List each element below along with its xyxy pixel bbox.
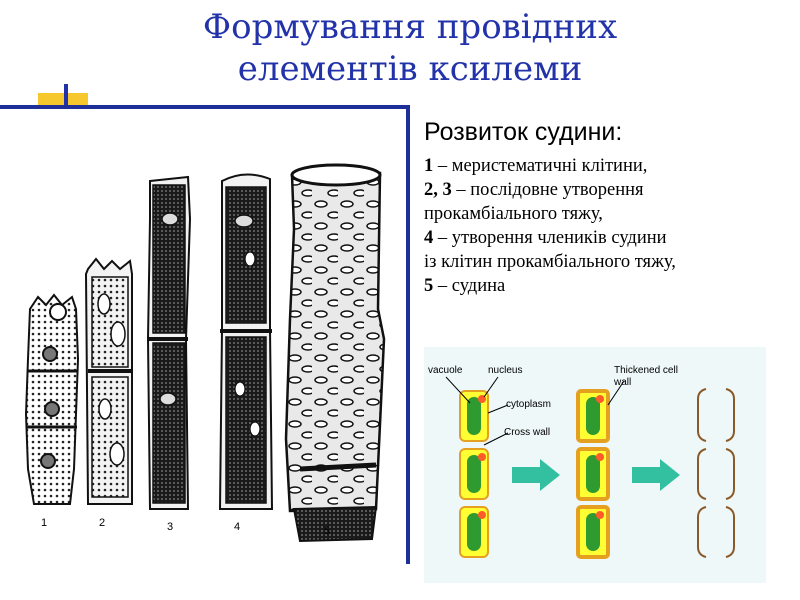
nucleus-2b (596, 453, 604, 461)
vacuole-1a (467, 397, 481, 435)
nucleus-1b (478, 453, 486, 461)
label-cytoplasm: cytoplasm (506, 399, 551, 410)
vessel-formation-diagram: vacuole nucleus cytoplasm Cross wall Thi… (424, 347, 766, 583)
legend-item-4-number: 4 (424, 228, 434, 248)
legend-item-1: 1 – меристематичні клітини, (424, 154, 796, 178)
legend-heading: Розвиток судини: (424, 118, 623, 146)
label-thickened-wall-2: wall (613, 377, 631, 388)
legend-item-2-text: – послідовне утворення (451, 180, 644, 200)
stage-5-vessel (284, 163, 386, 543)
legend-item-2-number: 2, 3 (424, 180, 452, 200)
xylem-development-figure: 1 2 3 4 5 (0, 105, 410, 564)
title-line-1: Формування провідних (202, 7, 618, 47)
vessel-diagram-svg: vacuole nucleus cytoplasm Cross wall Thi… (428, 365, 735, 559)
label-thickened-wall-1: Thickened cell (614, 365, 678, 376)
decorative-bar (38, 93, 88, 107)
stage-3-cells (146, 175, 192, 510)
label-vacuole: vacuole (428, 365, 463, 376)
stage-label-4: 4 (234, 521, 240, 533)
label-nucleus: nucleus (488, 365, 522, 376)
vacuole-2c (586, 513, 600, 551)
nucleus-2c (596, 511, 604, 519)
stage-label-2: 2 (99, 517, 105, 529)
legend: Розвиток судини: 1 – меристематичні кліт… (424, 116, 796, 298)
nucleus-1c (478, 511, 486, 519)
cell-column-1 (459, 390, 489, 558)
legend-item-4-text: – утворення члеників судини (433, 228, 667, 248)
legend-item-5: із клітин прокамбіального тяжу, (424, 250, 796, 274)
legend-item-1-text: – меристематичні клітини, (433, 156, 648, 176)
xylem-drawing: 1 2 3 4 5 (24, 163, 386, 543)
stage-1-cells (24, 293, 80, 505)
label-pointers (445, 376, 625, 446)
cell-column-2 (576, 389, 610, 559)
stage-4-cells (218, 173, 274, 510)
stage-label-3: 3 (167, 521, 173, 533)
legend-item-2: 2, 3 – послідовне утворення (424, 178, 796, 202)
decorative-tick (64, 84, 68, 106)
legend-item-4: 4 – утворення члеників судини (424, 226, 796, 250)
legend-item-6-text: – судина (433, 276, 506, 296)
title-line-2: елементів ксилеми (237, 49, 583, 89)
vacuole-1b (467, 455, 481, 493)
stage-label-1: 1 (41, 517, 47, 529)
legend-item-3-text: прокамбіального тяжу, (424, 204, 603, 224)
vessel-walls (697, 388, 735, 558)
legend-item-5-text: із клітин прокамбіального тяжу, (424, 252, 676, 272)
arrow-2 (632, 459, 680, 491)
legend-item-6-number: 5 (424, 276, 434, 296)
legend-item-1-number: 1 (424, 156, 434, 176)
label-cross-wall: Cross wall (504, 427, 550, 438)
vacuole-2b (586, 455, 600, 493)
vacuole-2a (586, 397, 600, 435)
stage-2-cells (84, 257, 133, 505)
vacuole-1c (467, 513, 481, 551)
nucleus-2a (596, 395, 604, 403)
legend-item-3: прокамбіального тяжу, (424, 202, 796, 226)
stage-label-5: 5 (324, 525, 330, 537)
legend-item-6: 5 – судина (424, 274, 796, 298)
page-title: Формування провідних елементів ксилеми (110, 6, 710, 90)
arrow-1 (512, 459, 560, 491)
